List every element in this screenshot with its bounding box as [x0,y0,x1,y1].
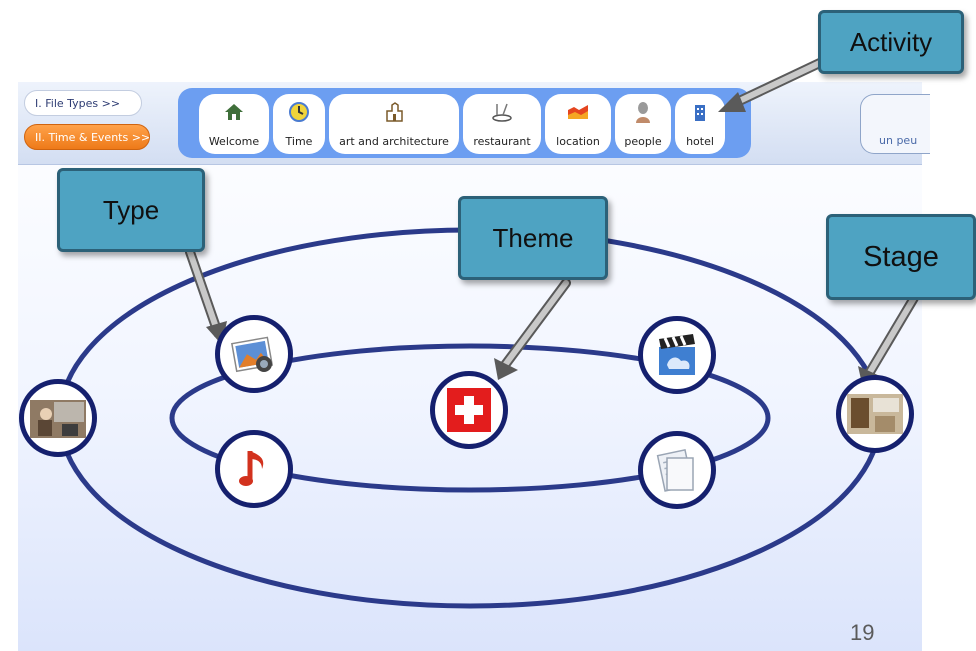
activity-arrow [718,55,831,112]
document-file-node[interactable] [638,431,716,509]
dining-icon [492,103,512,122]
nav-button-location[interactable]: location [545,94,611,154]
nav-button-hotel[interactable]: hotel [675,94,725,154]
house-icon [225,104,243,120]
inner-ellipse [169,343,771,493]
photo-thumbnail-icon [30,400,86,438]
file-types-button[interactable]: I. File Types >> [24,90,142,116]
nav-button-welcome[interactable]: Welcome [199,94,269,154]
nav-button-people[interactable]: people [615,94,671,154]
music-note-icon [239,451,264,486]
stage-arrow [858,293,919,384]
clock-icon [289,102,309,122]
nav-button-time[interactable]: Time [273,94,325,154]
stage-callout: Stage [826,214,976,300]
document-icon [656,449,694,492]
nav-label-location: location [556,135,600,148]
music-file-node[interactable] [215,430,293,508]
photo-thumbnail-icon [847,394,903,434]
hotel-icon [695,105,705,121]
image-file-icon [231,336,274,373]
nav-button-partial[interactable]: un peu [860,94,930,154]
stage-photo-right-node[interactable] [836,375,914,453]
nav-label-hotel: hotel [686,135,714,148]
swiss-theme-node[interactable] [430,371,508,449]
time-events-button[interactable]: II. Time & Events >> [24,124,150,150]
nav-label-time: Time [285,135,313,148]
map-icon [568,105,588,119]
nav-button-art-architecture[interactable]: art and architecture [329,94,459,154]
page-number: 19 [850,620,875,645]
image-file-node[interactable] [215,315,293,393]
theme-arrow [494,278,571,380]
stage-photo-left-node[interactable] [19,379,97,457]
building-icon [386,102,403,122]
type-callout: Type [57,168,205,252]
activity-callout: Activity [818,10,964,74]
nav-button-restaurant[interactable]: restaurant [463,94,541,154]
nav-label-people: people [624,135,662,148]
theme-callout: Theme [458,196,608,280]
nav-label-art-architecture: art and architecture [339,135,449,148]
nav-label-welcome: Welcome [208,135,260,148]
nav-label-partial: un peu [879,134,918,147]
swiss-flag-icon [447,388,491,432]
person-icon [636,102,650,123]
nav-label-restaurant: restaurant [473,135,531,148]
video-clapper-icon [659,334,695,375]
video-file-node[interactable] [638,316,716,394]
